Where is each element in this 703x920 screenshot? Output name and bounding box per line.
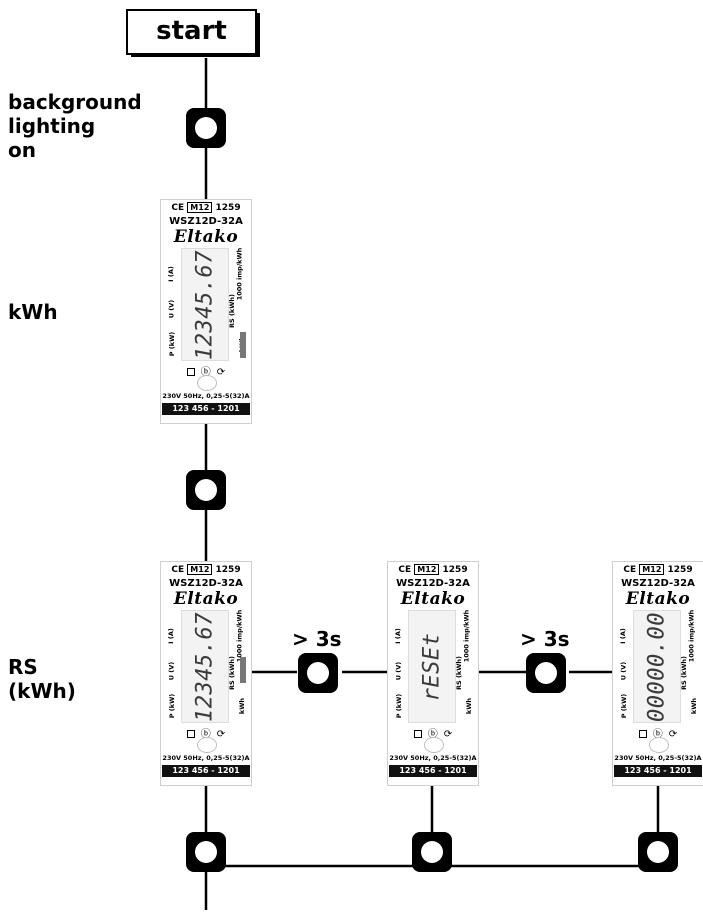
lcd-reading: 00000.00 xyxy=(644,611,670,722)
led-window xyxy=(649,737,669,753)
meter-spec: 230V 50Hz, 0,25-5(32)A xyxy=(389,754,477,762)
meter-symbols: ⓑ⟳ xyxy=(388,725,478,740)
meter-brand: Eltako xyxy=(173,589,239,609)
meter-label-p: P (kW) xyxy=(168,331,177,357)
meter-brand: Eltako xyxy=(400,589,466,609)
square-icon xyxy=(638,730,647,739)
meter-label-imp: 1000 imp/kWh xyxy=(462,609,471,663)
transition-label: > 3s xyxy=(520,627,570,651)
rotation-icon: ⟳ xyxy=(216,367,226,378)
active-indicator xyxy=(240,657,246,683)
meter-label-kwh: kWh xyxy=(690,697,699,715)
meter-label-p: P (kW) xyxy=(168,693,177,719)
label-rs-kwh: RS (kWh) xyxy=(8,655,76,703)
b-circle-icon: ⓑ xyxy=(200,367,211,378)
start-label: start xyxy=(156,16,227,46)
button-symbol-hole xyxy=(307,662,329,684)
square-icon xyxy=(186,368,195,377)
meter-label-imp: 1000 imp/kWh xyxy=(687,609,696,663)
lcd-display: 12345.67 xyxy=(181,248,229,361)
meter-spec: 230V 50Hz, 0,25-5(32)A xyxy=(614,754,702,762)
rotation-icon: ⟳ xyxy=(216,729,226,740)
meter-ce-line: CE M12 1259 xyxy=(171,564,241,575)
meter-label-i: I (A) xyxy=(166,628,175,644)
meter-brand: Eltako xyxy=(625,589,691,609)
meter-spec: 230V 50Hz, 0,25-5(32)A xyxy=(162,754,250,762)
meter-label-imp: 1000 imp/kWh xyxy=(235,609,244,663)
meter-serial: 123 456 - 1201 xyxy=(614,765,702,777)
meter-label-p: P (kW) xyxy=(395,693,404,719)
meter-label-kwh: kWh xyxy=(465,697,474,715)
rotation-icon: ⟳ xyxy=(443,729,453,740)
meter-model: WSZ12D-32A xyxy=(396,578,470,589)
meter-label-rs: RS (kWh) xyxy=(228,655,237,691)
lcd-display: 00000.00 xyxy=(633,610,681,723)
meter-kwh: CE M12 1259 WSZ12D-32A Eltako I (A) U (V… xyxy=(160,199,252,424)
meter-serial: 123 456 - 1201 xyxy=(389,765,477,777)
meter-label-u: U (V) xyxy=(394,661,403,681)
meter-symbols: ⓑ⟳ xyxy=(161,363,251,378)
start-box xyxy=(126,9,257,55)
b-circle-icon: ⓑ xyxy=(200,729,211,740)
meter-ce-line: CE M12 1259 xyxy=(623,564,693,575)
meter-label-i: I (A) xyxy=(166,266,175,282)
meter-label-i: I (A) xyxy=(393,628,402,644)
meter-label-rs: RS (kWh) xyxy=(455,655,464,691)
meter-label-rs: RS (kWh) xyxy=(680,655,689,691)
meter-label-u: U (V) xyxy=(167,661,176,681)
meter-brand: Eltako xyxy=(173,227,239,247)
meter-symbols: ⓑ⟳ xyxy=(613,725,703,740)
button-symbol-hole xyxy=(195,117,217,139)
meter-serial: 123 456 - 1201 xyxy=(162,403,250,415)
meter-label-u: U (V) xyxy=(167,299,176,319)
square-icon xyxy=(413,730,422,739)
meter-label-kwh: kWh xyxy=(238,697,247,715)
meter-label-i: I (A) xyxy=(618,628,627,644)
meter-label-rs: RS (kWh) xyxy=(228,293,237,329)
button-symbols xyxy=(186,108,678,872)
label-background-lighting: background lighting on xyxy=(8,90,142,162)
meter-serial: 123 456 - 1201 xyxy=(162,765,250,777)
square-icon xyxy=(186,730,195,739)
meter-label-u: U (V) xyxy=(619,661,628,681)
meter-rs-2: CE M12 1259 WSZ12D-32A Eltako I (A) U (V… xyxy=(387,561,479,786)
button-symbol-hole xyxy=(195,841,217,863)
led-window xyxy=(197,375,217,391)
b-circle-icon: ⓑ xyxy=(427,729,438,740)
button-symbol-hole xyxy=(535,662,557,684)
meter-rs-1: CE M12 1259 WSZ12D-32A Eltako I (A) U (V… xyxy=(160,561,252,786)
lcd-reading: rESEt xyxy=(419,632,445,701)
meter-model: WSZ12D-32A xyxy=(621,578,695,589)
label-kwh: kWh xyxy=(8,300,58,324)
meter-label-imp: 1000 imp/kWh xyxy=(235,247,244,301)
button-symbol-hole xyxy=(421,841,443,863)
lcd-reading: 12345.67 xyxy=(192,611,218,722)
active-indicator xyxy=(240,332,246,358)
meter-model: WSZ12D-32A xyxy=(169,578,243,589)
button-symbol-hole xyxy=(195,479,217,501)
led-window xyxy=(197,737,217,753)
led-window xyxy=(424,737,444,753)
meter-model: WSZ12D-32A xyxy=(169,216,243,227)
meter-ce-line: CE M12 1259 xyxy=(398,564,468,575)
meter-rs-3: CE M12 1259 WSZ12D-32A Eltako I (A) U (V… xyxy=(612,561,703,786)
meter-ce-line: CE M12 1259 xyxy=(171,202,241,213)
lcd-reading: 12345.67 xyxy=(192,249,218,360)
lcd-display: 12345.67 xyxy=(181,610,229,723)
meter-symbols: ⓑ⟳ xyxy=(161,725,251,740)
meter-label-p: P (kW) xyxy=(620,693,629,719)
meter-spec: 230V 50Hz, 0,25-5(32)A xyxy=(162,392,250,400)
lcd-display: rESEt xyxy=(408,610,456,723)
rotation-icon: ⟳ xyxy=(668,729,678,740)
b-circle-icon: ⓑ xyxy=(652,729,663,740)
button-symbol-hole xyxy=(647,841,669,863)
transition-label: > 3s xyxy=(292,627,342,651)
